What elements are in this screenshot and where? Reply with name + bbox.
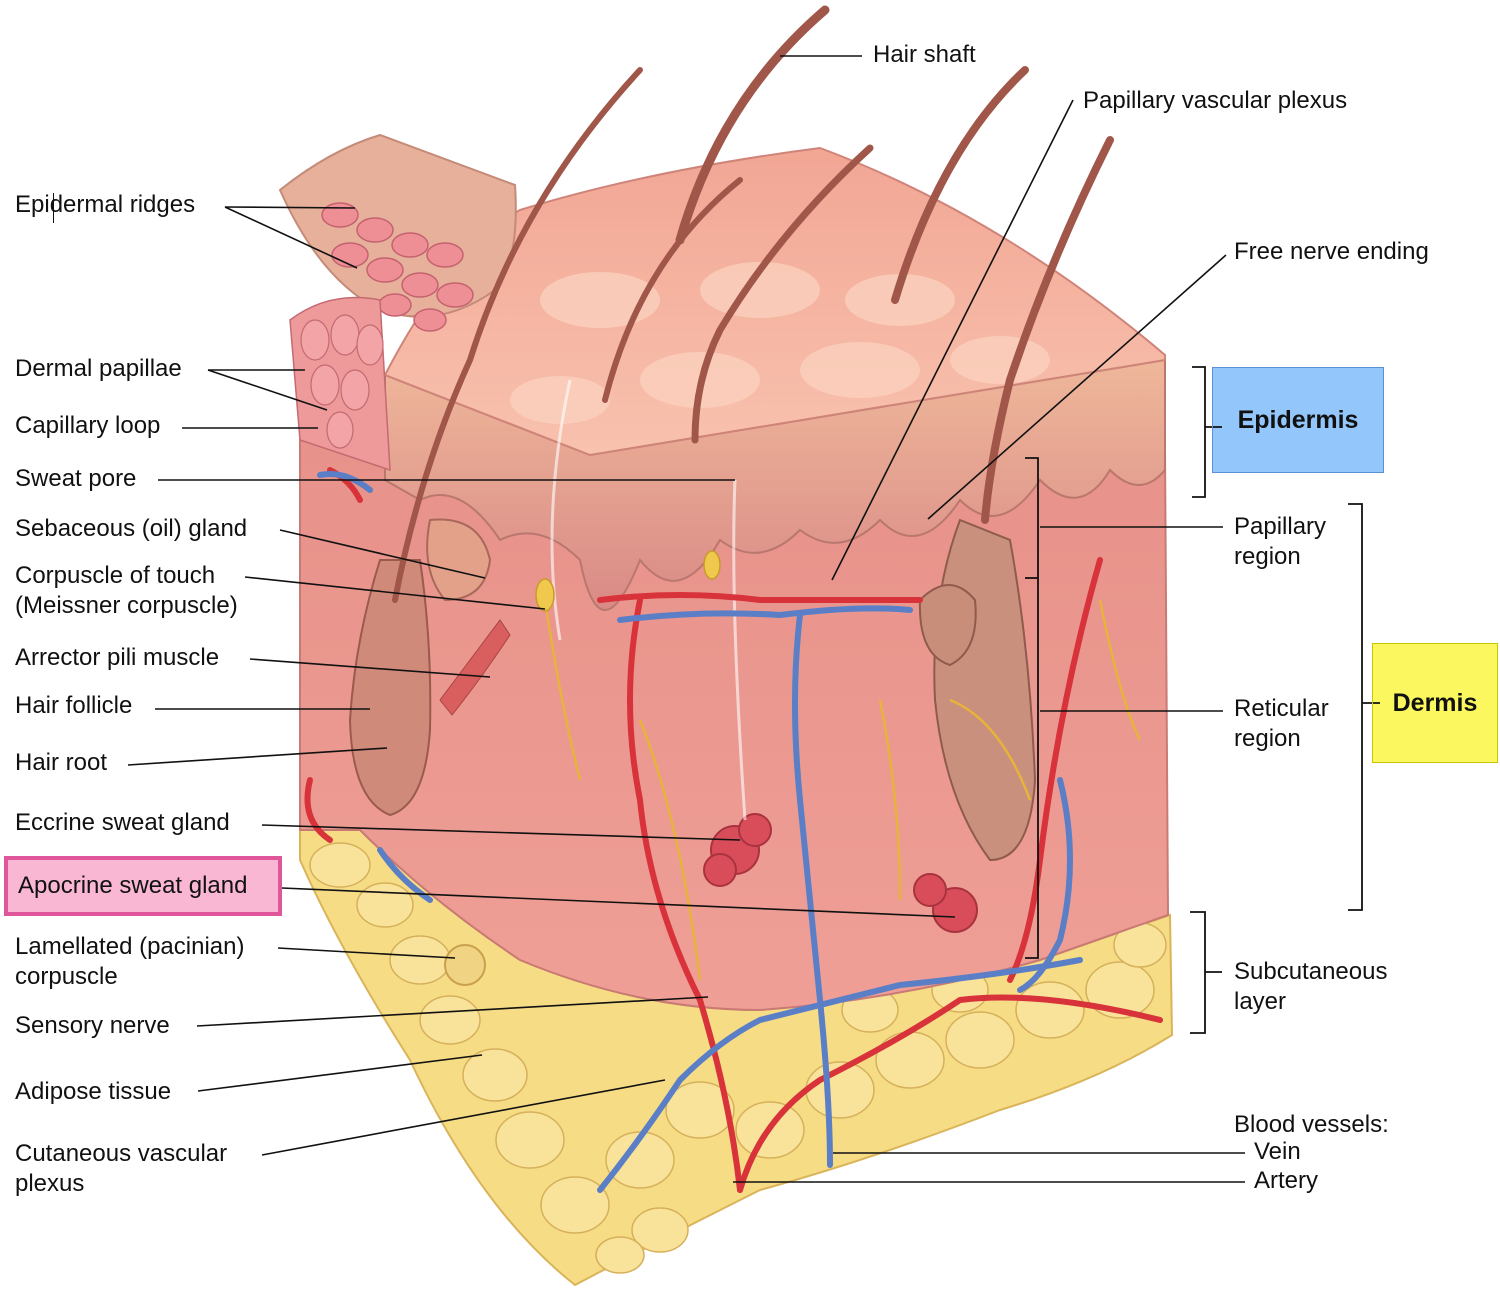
free-nerve-ending-label: Free nerve ending: [1234, 238, 1429, 265]
sweat-glands: [444, 813, 978, 986]
sebaceous-gland-left: [426, 518, 492, 602]
lamellated-corpuscle-label: Lamellated (pacinian) corpuscle: [15, 933, 245, 990]
hair-shaft-label: Hair shaft: [873, 41, 976, 68]
text-cursor: [53, 193, 54, 223]
sweat-pore-label: Sweat pore: [15, 465, 137, 492]
epidermis-label-box: Epidermis: [1212, 367, 1384, 473]
arteries: [304, 467, 1163, 1193]
epidermal-flap: [278, 133, 517, 318]
epidermal-ridges-label: Epidermal ridges: [15, 191, 196, 218]
apocrine-gland-label: Apocrine sweat gland: [18, 872, 248, 899]
capillary-loop-label: Capillary loop: [15, 412, 161, 439]
dermis-label: Dermis: [1392, 688, 1478, 717]
dermal-papillae-bumps: [300, 314, 384, 449]
reticular-region-label: Reticular region: [1234, 695, 1329, 752]
nerves: [543, 599, 1142, 981]
corpuscle-of-touch-label: Corpuscle of touch (Meissner corpuscle): [15, 562, 238, 619]
apocrine-highlight-fill: [4, 856, 282, 916]
epidermis-band: [384, 358, 1166, 611]
adipose-tissue-label: Adipose tissue: [15, 1078, 172, 1105]
dermis-box-fill: [1372, 643, 1498, 763]
hair-follicle-label: Hair follicle: [15, 692, 133, 719]
sebaceous-gland-right: [918, 584, 977, 667]
sensory-nerve-label: Sensory nerve: [15, 1012, 170, 1039]
hair-root-label: Hair root: [15, 749, 108, 776]
veins: [317, 471, 1083, 1193]
dermis-label-box: Dermis: [1372, 643, 1498, 763]
dermal-papillae-label: Dermal papillae: [15, 355, 182, 382]
epidermis-box-fill: [1212, 367, 1384, 473]
arrector-pili-label: Arrector pili muscle: [15, 644, 220, 671]
papillary-plexus-label: Papillary vascular plexus: [1083, 87, 1348, 114]
papillary-region-label: Papillary region: [1234, 513, 1327, 570]
arrector-pili-left: [439, 619, 511, 716]
subcutaneous-layer-label: Subcutaneous layer: [1234, 958, 1388, 1015]
artery-label: Artery: [1254, 1167, 1319, 1194]
layer-brackets: [1025, 366, 1380, 1034]
vein-label: Vein: [1254, 1138, 1301, 1165]
cutaneous-plexus-label: Cutaneous vascular plexus: [15, 1140, 228, 1197]
apocrine-highlight-box: Apocrine sweat gland: [4, 856, 282, 916]
sebaceous-gland-label: Sebaceous (oil) gland: [15, 515, 248, 542]
blood-vessels-label: Blood vessels:: [1234, 1111, 1389, 1138]
eccrine-gland-label: Eccrine sweat gland: [15, 809, 230, 836]
sweat-ducts: [550, 379, 747, 821]
hair-shafts: [392, 5, 1114, 603]
epidermis-label: Epidermis: [1237, 405, 1359, 434]
leader-lines: [127, 55, 1245, 1183]
touch-corpuscles: [535, 550, 721, 612]
